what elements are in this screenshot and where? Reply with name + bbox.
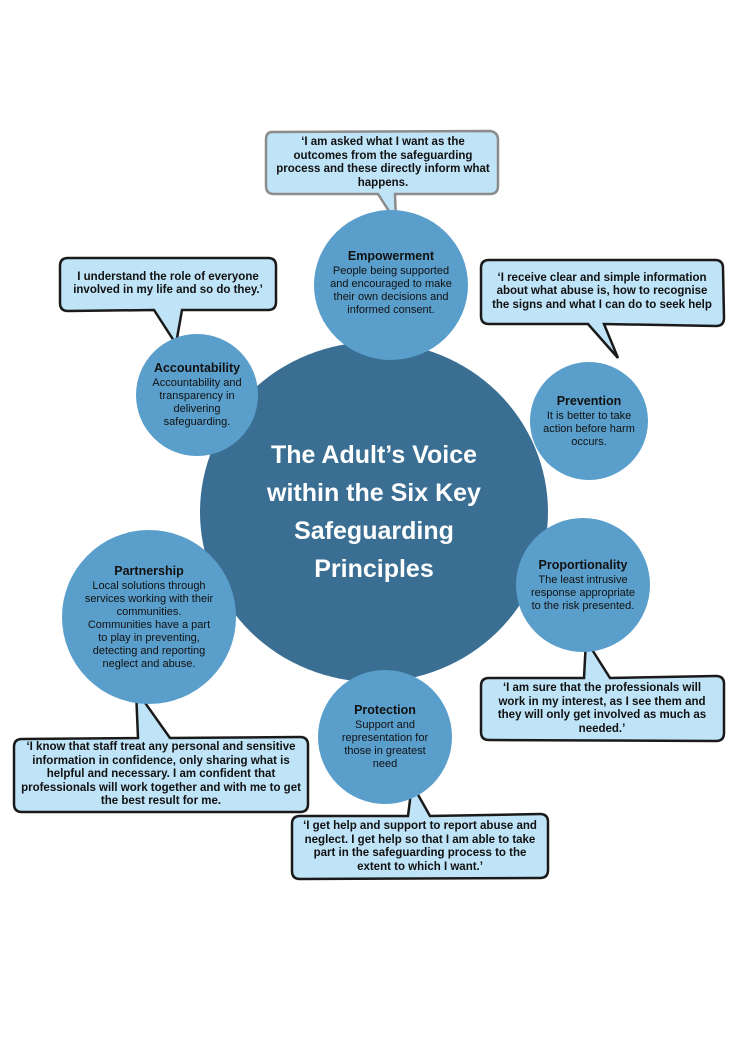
principle-description: People being supported and encouraged to… — [330, 265, 452, 316]
speech-bubble-protection — [290, 780, 550, 881]
diagram-title: The Adult’s Voice within the Six Key Saf… — [267, 441, 481, 583]
quote-protection: ‘I get help and support to report abuse … — [303, 820, 537, 873]
principle-empowerment: Empowerment People being supported and e… — [314, 210, 468, 360]
quote-partnership: ‘I know that staff treat any personal an… — [21, 741, 301, 808]
principle-proportionality: Proportionality The least intrusive resp… — [516, 518, 650, 652]
principle-title: Proportionality — [538, 557, 628, 572]
principle-title: Empowerment — [347, 249, 435, 263]
speech-bubble-proportionality — [479, 636, 726, 743]
principle-title: Protection — [354, 703, 416, 717]
principle-description: The least intrusive response appropriate… — [531, 573, 635, 612]
principle-prevention: Prevention It is better to take action b… — [530, 362, 648, 480]
speech-bubble-empowerment — [264, 129, 500, 227]
center-circle: The Adult’s Voice within the Six Key Saf… — [200, 342, 548, 682]
quote-proportionality: ‘I am sure that the professionals will w… — [497, 682, 707, 735]
principle-description: Local solutions through services working… — [84, 579, 214, 670]
quote-accountability: I understand the role of everyone involv… — [73, 270, 263, 297]
principle-partnership: Partnership Local solutions through serv… — [62, 530, 236, 704]
quote-prevention: ‘I receive clear and simple information … — [492, 271, 712, 311]
principle-description: Accountability and transparency in deliv… — [152, 377, 242, 428]
principle-description: Support and representation for those in … — [341, 719, 429, 770]
speech-bubble-prevention — [479, 258, 726, 359]
principle-description: It is better to take action before harm … — [543, 409, 635, 448]
speech-bubble-partnership — [12, 685, 310, 814]
quote-empowerment: ‘I am asked what I want as the outcomes … — [276, 136, 490, 189]
principle-accountability: Accountability Accountability and transp… — [136, 334, 258, 456]
principle-title: Prevention — [556, 393, 622, 408]
principle-protection: Protection Support and representation fo… — [318, 670, 452, 804]
principle-title: Accountability — [153, 361, 241, 375]
principle-title: Partnership — [114, 563, 184, 578]
speech-bubble-accountability — [58, 256, 278, 348]
